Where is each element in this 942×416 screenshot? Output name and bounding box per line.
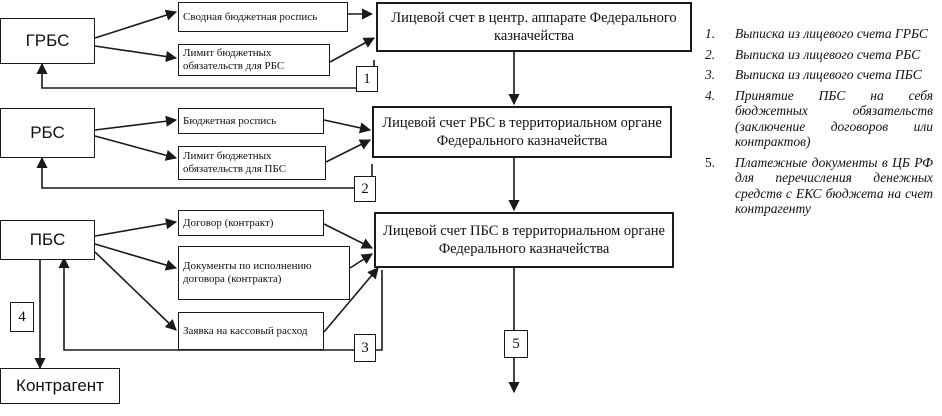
arrow-grbs-roster (94, 9, 178, 39)
account-central: Лицевой счет в центр. аппарате Федеральн… (376, 2, 692, 52)
doc-grbs-roster: Сводная бюджетная роспись (178, 2, 348, 32)
flow-number-2: 2 (354, 176, 376, 202)
flow-number-5: 5 (504, 330, 528, 358)
account-pbs: Лицевой счет ПБС в территориальном орган… (374, 212, 674, 268)
arrow-execdocs-account (349, 253, 373, 269)
arrow-rbs-limit-account (325, 139, 372, 163)
arrow-rbs-roster-account (323, 119, 372, 134)
arrow-limit-central (329, 37, 375, 63)
doc-rbs-limit: Лимит бюджетных обязательств для ПБС (178, 146, 326, 180)
doc-pbs-cash-request: Заявка на кассовый расход (178, 312, 324, 350)
arrow-contract-account (323, 223, 374, 249)
arrow-pbs-execdocs (94, 243, 178, 271)
flow-number-1: 1 (356, 66, 378, 92)
legend-item: 2.Выписка из лицевого счета РБС (705, 46, 921, 62)
legend-item: 3.Выписка из лицевого счета ПБС (705, 67, 922, 83)
legend-item: 1.Выписка из лицевого счета ГРБС (705, 26, 928, 41)
flow-number-4: 4 (10, 302, 34, 332)
flow-number-3: 3 (354, 334, 376, 362)
legend-item: 4.Принятие ПБС на себя бюджетных обязате… (705, 87, 933, 150)
arrow-request-account (323, 267, 379, 333)
account-rbs: Лицевой счет РБС в территориальном орган… (372, 106, 672, 158)
entity-rbs: РБС (0, 108, 95, 158)
arrow-pbs-contract (94, 218, 178, 237)
doc-pbs-contract: Договор (контракт) (178, 210, 324, 236)
legend-item: 5.Платежные документы в ЦБ РФ для перечи… (705, 154, 933, 217)
entity-pbs: ПБС (0, 220, 95, 260)
doc-grbs-limit: Лимит бюджетных обязательств для РБС (178, 44, 330, 76)
arrow-grbs-limit (94, 45, 178, 63)
arrow-rbs-roster (94, 115, 178, 131)
arrow-rbs-limit (94, 135, 178, 161)
entity-contractor: Контрагент (0, 368, 120, 404)
arrow-pbs-request (94, 251, 177, 331)
doc-pbs-execution: Документы по исполнению договора (контра… (178, 246, 350, 300)
entity-grbs: ГРБС (0, 18, 95, 64)
doc-rbs-roster: Бюджетная роспись (178, 108, 324, 134)
legend-list: 1.Выписка из лицевого счета ГРБС 2.Выпис… (705, 26, 933, 222)
arrow-feedback-3 (58, 256, 383, 351)
